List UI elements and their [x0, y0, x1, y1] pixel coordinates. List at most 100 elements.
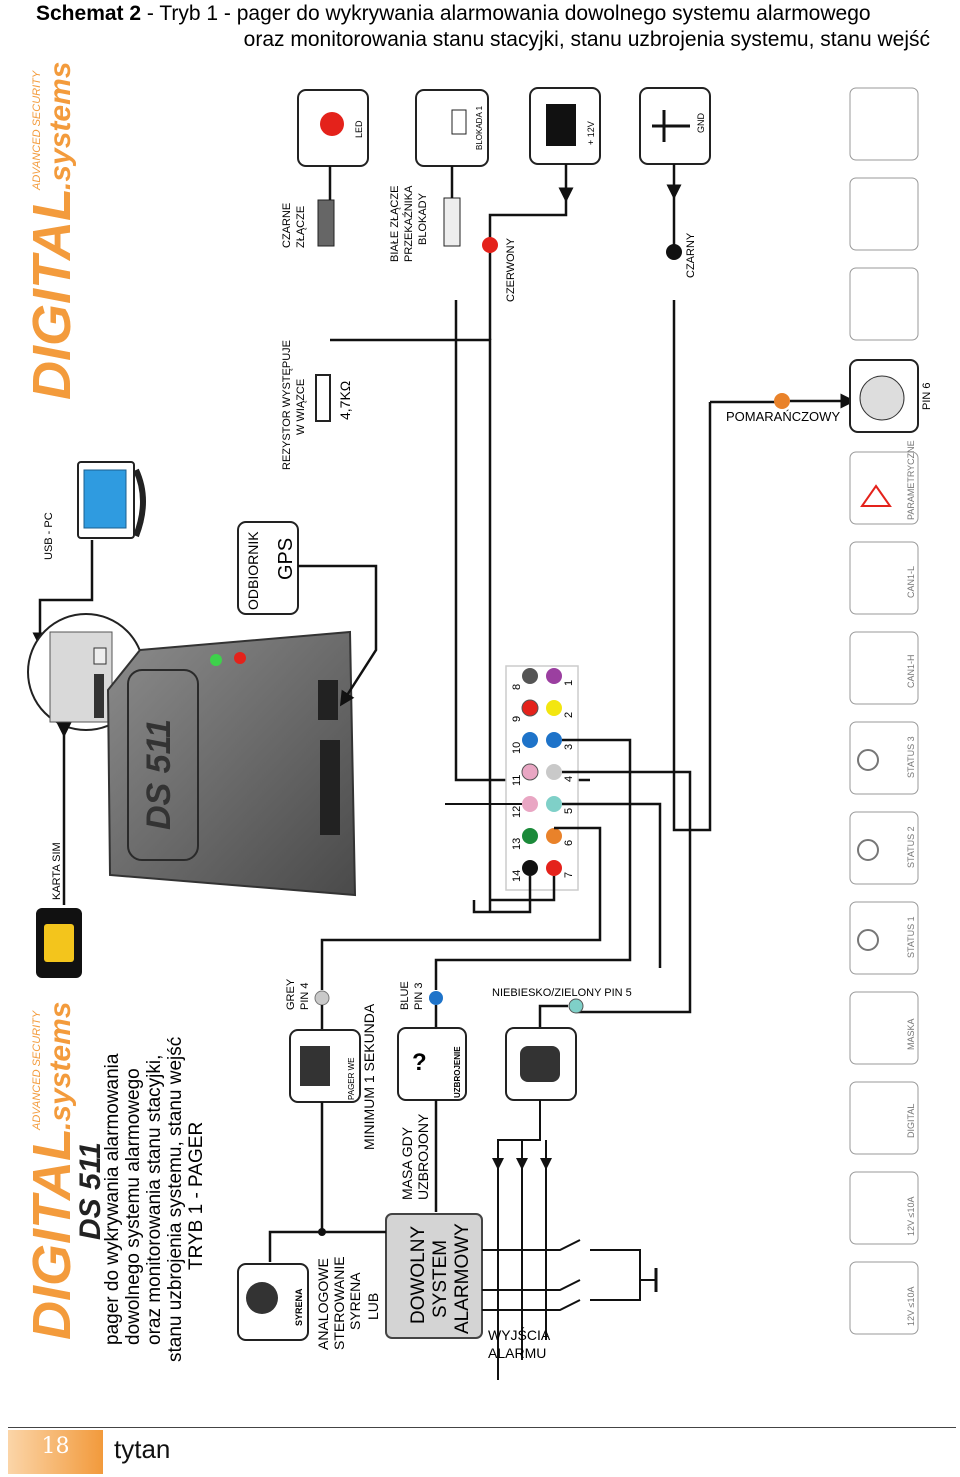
svg-text:DIGITAL: DIGITAL [906, 1104, 916, 1138]
car-inputs-icon [505, 1027, 577, 1101]
svg-text:STATUS 3: STATUS 3 [906, 736, 916, 778]
gps-port-icon [318, 680, 338, 720]
svg-text:4: 4 [563, 776, 575, 782]
svg-text:PRZEKAŹNIKA: PRZEKAŹNIKA [402, 185, 415, 262]
svg-text:W WIĄZCE: W WIĄZCE [295, 379, 307, 435]
svg-text:KARTA SIM: KARTA SIM [51, 842, 63, 900]
usb-pc-group: USB - PC [43, 461, 146, 560]
svg-text:ADVANCED SECURITY: ADVANCED SECURITY [31, 70, 43, 191]
svg-text:ODBIORNIK: ODBIORNIK [245, 531, 261, 610]
svg-text:.systems: .systems [44, 1002, 77, 1130]
svg-text:MASA GDY: MASA GDY [399, 1126, 415, 1200]
svg-text:5: 5 [563, 808, 575, 814]
svg-text:CZERWONY: CZERWONY [505, 237, 517, 302]
svg-text:MINIMUM 1 SEKUNDA: MINIMUM 1 SEKUNDA [361, 1003, 377, 1150]
svg-text:ALARMU: ALARMU [488, 1345, 546, 1361]
can1-h-icon [849, 631, 919, 705]
page-number: 18 [41, 1434, 70, 1459]
svg-text:POMARAŃCZOWY: POMARAŃCZOWY [726, 409, 840, 424]
maska-icon [849, 991, 919, 1065]
svg-text:CAN1-H: CAN1-H [906, 654, 916, 688]
green-led-icon [210, 654, 222, 666]
svg-text:?: ? [412, 1049, 427, 1076]
dowolny-system-box: DOWOLNY SYSTEM ALARMOWY [385, 1213, 483, 1339]
svg-text:9: 9 [511, 716, 523, 722]
svg-text:BLOKADY: BLOKADY [417, 192, 429, 245]
svg-text:DS 511: DS 511 [74, 1142, 107, 1240]
svg-text:SYRENA: SYRENA [294, 1288, 304, 1326]
red-led-icon [234, 652, 246, 664]
diode-icons [492, 1158, 552, 1170]
svg-text:PIN 3: PIN 3 [413, 982, 425, 1010]
svg-text:ANALOGOWE: ANALOGOWE [315, 1258, 331, 1350]
description-block: pager do wykrywania alarmowania dowolneg… [102, 1037, 207, 1362]
status3-icon [849, 721, 919, 795]
svg-text:UZBROJENIE: UZBROJENIE [453, 1046, 462, 1098]
svg-text:GND: GND [696, 113, 706, 134]
svg-text:DOWOLNY: DOWOLNY [408, 1226, 429, 1325]
ds511-device: DS 511 [106, 630, 357, 897]
brand-logo-bottom: DIGITAL .systems ADVANCED SECURITY DS 51… [22, 1002, 107, 1340]
svg-text:BLOKADA 1: BLOKADA 1 [475, 105, 484, 150]
header-title-line1: Schemat 2 - Tryb 1 - pager do wykrywania… [36, 2, 871, 25]
svg-text:+ 12V: + 12V [586, 121, 596, 145]
svg-text:3: 3 [563, 744, 575, 750]
svg-text:8: 8 [511, 684, 523, 690]
usb-port-icon [93, 647, 107, 665]
svg-text:14: 14 [511, 870, 523, 882]
svg-text:4,7KΩ: 4,7KΩ [337, 381, 353, 420]
footer-rule [8, 1427, 956, 1428]
svg-text:SYRENA: SYRENA [347, 1272, 363, 1330]
alarm-outputs-switches [482, 1239, 658, 1311]
svg-text:2: 2 [563, 712, 575, 718]
red-wire-dot [482, 237, 498, 253]
svg-text:7: 7 [563, 872, 575, 878]
relay-block-icon: BLOKADA 1 [415, 89, 489, 167]
svg-text:PIN 6: PIN 6 [921, 382, 933, 410]
svg-text:ADVANCED SECURITY: ADVANCED SECURITY [31, 1010, 43, 1131]
svg-text:CZARNY: CZARNY [685, 232, 697, 278]
svg-text:BLUE: BLUE [399, 981, 411, 1010]
svg-text:STATUS 1: STATUS 1 [906, 916, 916, 958]
power-out-icon [849, 1171, 919, 1245]
svg-text:REZYSTOR WYSTĘPUJE: REZYSTOR WYSTĘPUJE [281, 340, 293, 470]
wiring-diagram: DIGITAL .systems ADVANCED SECURITY USB -… [22, 62, 933, 1380]
svg-text:USB - PC: USB - PC [43, 512, 55, 560]
svg-text:DIGITAL: DIGITAL [22, 1128, 82, 1340]
black-wire-dot [666, 244, 682, 260]
orange-wire-dot [774, 393, 790, 409]
svg-text:oraz monitorowania stanu stacy: oraz monitorowania stanu stacyjki, [144, 1055, 165, 1345]
battery-icon: + 12V [529, 87, 601, 165]
led-indicator: LED [297, 89, 369, 167]
ground-icon: GND [639, 87, 711, 165]
svg-text:CAN1-L: CAN1-L [906, 566, 916, 598]
svg-text:12V ≤10A: 12V ≤10A [906, 1287, 916, 1326]
uzbrojenie-icon: ? UZBROJENIE [397, 1027, 467, 1101]
svg-text:GREY: GREY [285, 978, 297, 1010]
header-title-line2: oraz monitorowania stanu stacyjki, stanu… [243, 28, 930, 51]
svg-text:13: 13 [511, 838, 523, 850]
svg-text:12V ≤10A: 12V ≤10A [906, 1197, 916, 1236]
gps-receiver: ODBIORNIK GPS [237, 521, 299, 615]
sim-card-icon [36, 908, 82, 978]
svg-text:WYJŚCIA: WYJŚCIA [488, 1326, 551, 1343]
resistor-icon [315, 374, 331, 422]
svg-text:TRYB 1 - PAGER: TRYB 1 - PAGER [186, 1122, 207, 1270]
svg-text:UZBROJONY: UZBROJONY [415, 1113, 431, 1200]
svg-text:stanu uzbrojenia systemu, stan: stanu uzbrojenia systemu, stanu wejść [165, 1037, 186, 1362]
pin-connector-block: 14 13 12 11 10 9 8 7 6 5 4 3 2 1 [505, 665, 579, 891]
digital-icon [849, 1081, 919, 1155]
svg-text:PARAMETRYCZNE: PARAMETRYCZNE [906, 440, 916, 520]
pager-we-icon: PAGER WE [289, 1029, 361, 1103]
right-icon-column: PARAMETRYCZNE CAN1-L CAN1-H STATUS 3 STA… [849, 87, 919, 1335]
footer-page-box [8, 1430, 103, 1474]
svg-text:ALARMOWY: ALARMOWY [452, 1223, 473, 1334]
svg-text:SYSTEM: SYSTEM [430, 1240, 451, 1318]
svg-text:LED: LED [354, 120, 364, 138]
svg-text:MASKA: MASKA [906, 1018, 916, 1050]
svg-text:CZARNE: CZARNE [281, 203, 293, 248]
svg-text:STEROWANIE: STEROWANIE [331, 1256, 347, 1350]
svg-text:DIGITAL: DIGITAL [22, 188, 82, 400]
svg-text:DS 511: DS 511 [140, 719, 178, 830]
status2-icon [849, 811, 919, 885]
